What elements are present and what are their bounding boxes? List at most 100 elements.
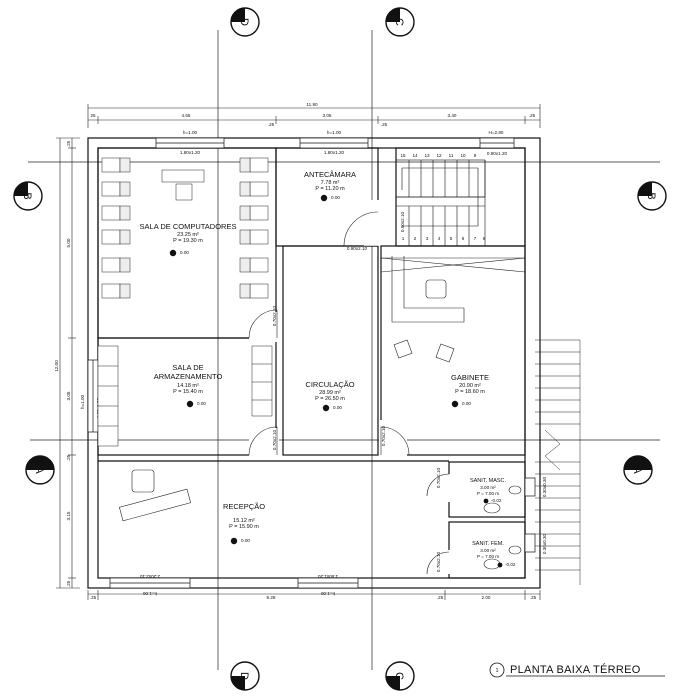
section-marker-d-top: D: [230, 7, 260, 37]
svg-text:A: A: [631, 466, 643, 474]
section-marker-a-left: A: [25, 455, 55, 485]
level-marker-icon: [451, 400, 459, 408]
room-area: 7.78 m²: [321, 180, 340, 186]
room-level: 0.00: [197, 401, 206, 406]
room-masc: SANIT. MASC. 3.00 m² P = 7.00 m -0.02: [470, 478, 507, 504]
room-comp: SALA DE COMPUTADORES 23.25 m² P = 19.30 …: [140, 222, 236, 257]
svg-text:5: 5: [450, 236, 453, 241]
storage-shelves: [97, 345, 273, 447]
level-marker-icon: [483, 498, 489, 504]
sheet-title-text: PLANTA BAIXA TÉRREO: [510, 663, 641, 676]
doors: [248, 200, 452, 575]
room-area: 3.00 m²: [480, 548, 496, 553]
dim-top-2: 3.05: [323, 113, 332, 118]
sheet-number-circle: [489, 662, 505, 678]
dim-top-1: 4.65: [182, 113, 191, 118]
room-perimeter: P = 11.20 m: [315, 186, 345, 192]
svg-text:2: 2: [414, 236, 417, 241]
room-gab: GABINETE 20.90 m² P = 18.60 m 0.00: [451, 373, 489, 408]
section-marker-b-left: B: [13, 181, 43, 211]
room-name: SALA DE: [172, 363, 203, 372]
label-h-stair: H=2.80: [489, 130, 504, 135]
staircase: [395, 159, 486, 246]
section-marker-b-right: B: [637, 181, 667, 211]
label-door-comp: 0.70x2.10: [272, 305, 277, 326]
label-win-ante: 1.80x1.20: [324, 150, 345, 155]
section-lines: [28, 30, 660, 670]
dim-left-1: 5.00: [66, 238, 71, 247]
room-perimeter: P = 15.40 m: [173, 389, 203, 395]
label-door-ante: 0.90x2.10: [347, 246, 368, 251]
room-ante: ANTECÂMARA 7.78 m² P = 11.20 m 0.00: [304, 170, 356, 202]
svg-text:D: D: [238, 18, 250, 26]
svg-text:6: 6: [462, 236, 465, 241]
room-area: 20.90 m²: [459, 383, 481, 389]
svg-text:13: 13: [424, 153, 430, 158]
room-level: 0.00: [241, 538, 250, 543]
svg-text:7: 7: [474, 236, 477, 241]
dim-bottom-1: 9.28: [267, 595, 276, 600]
dim-left-edge-2: .25: [66, 454, 71, 461]
sheet-title: 1 PLANTA BAIXA TÉRREO: [489, 662, 665, 678]
label-win-stair: 0.90x1.20: [487, 151, 508, 156]
room-name: CIRCULAÇÃO: [305, 380, 354, 389]
svg-text:3: 3: [426, 236, 429, 241]
label-h-top-1: h=1.00: [183, 130, 198, 135]
svg-text:B: B: [21, 192, 33, 199]
room-name-2: ARMAZENAMENTO: [154, 372, 223, 381]
dim-left-edge-3: .25: [66, 580, 71, 587]
sheet-number: 1: [495, 668, 498, 674]
exterior-ramp: [535, 339, 581, 585]
room-circ: CIRCULAÇÃO 28.99 m² P = 26.50 m 0.00: [305, 380, 355, 412]
section-marker-c-top: C: [385, 7, 415, 37]
room-level: -0.02: [491, 498, 502, 503]
level-marker-icon: [230, 537, 238, 545]
svg-text:9: 9: [474, 153, 477, 158]
label-door-gab: 0.70x2.10: [381, 425, 386, 446]
svg-text:14: 14: [412, 153, 418, 158]
windows: [87, 137, 536, 589]
stair-step-numbers: 15 14 13 12 11 10 9 1 2 3 4 5 6 7 8: [400, 153, 485, 241]
section-marker-d-bottom: D: [230, 661, 260, 691]
level-marker-icon: [322, 404, 330, 412]
dim-top-edge-3: .25: [381, 122, 388, 127]
room-recep: RECEPÇÃO 15.12 m² P = 15.90 m 0.00: [223, 502, 265, 545]
room-arm: SALA DE ARMAZENAMENTO 14.18 m² P = 15.40…: [154, 363, 223, 408]
room-name: RECEPÇÃO: [223, 502, 265, 511]
dim-left-total: 12.00: [54, 360, 59, 372]
dimension-lines: [56, 104, 541, 600]
section-marker-a-right: A: [623, 455, 653, 485]
svg-text:4: 4: [438, 236, 441, 241]
svg-text:B: B: [645, 192, 657, 199]
room-area: 14.18 m²: [177, 383, 199, 389]
level-marker-icon: [497, 562, 503, 568]
room-perimeter: P = 15.90 m: [229, 524, 259, 530]
room-level: -0.02: [505, 562, 516, 567]
section-marker-c-bottom: C: [385, 661, 415, 691]
label-door-stair: 0.90x2.10: [400, 211, 405, 232]
dim-top-3: 3.40: [448, 113, 457, 118]
svg-text:D: D: [238, 672, 250, 680]
room-name: ANTECÂMARA: [304, 170, 356, 179]
label-h-top-2: h=1.00: [327, 130, 342, 135]
dim-bottom-2: 2.00: [482, 595, 491, 600]
label-h-door-recep-bottom: h=1.00: [320, 591, 335, 596]
label-door-recep-bottom: 1.50x1.20: [317, 574, 338, 579]
room-area: 15.12 m²: [233, 518, 255, 524]
svg-text:15: 15: [400, 153, 406, 158]
computer-desks: [101, 157, 269, 299]
room-name: SANIT. MASC.: [470, 478, 507, 484]
svg-text:12: 12: [436, 153, 442, 158]
level-marker-icon: [169, 249, 177, 257]
room-level: 0.00: [180, 250, 189, 255]
dim-total-width: 11.90: [306, 102, 318, 107]
dim-bottom-edge-2: .25: [437, 595, 444, 600]
label-san-window-2: 0.30x0.30: [542, 533, 547, 554]
label-win-comp: 1.80x1.20: [180, 150, 201, 155]
walls: [87, 137, 541, 589]
dim-left-2: 3.05: [66, 391, 71, 400]
room-level: 0.00: [462, 401, 471, 406]
level-marker-icon: [186, 400, 194, 408]
label-san-window-1: 0.30x0.30: [542, 476, 547, 497]
